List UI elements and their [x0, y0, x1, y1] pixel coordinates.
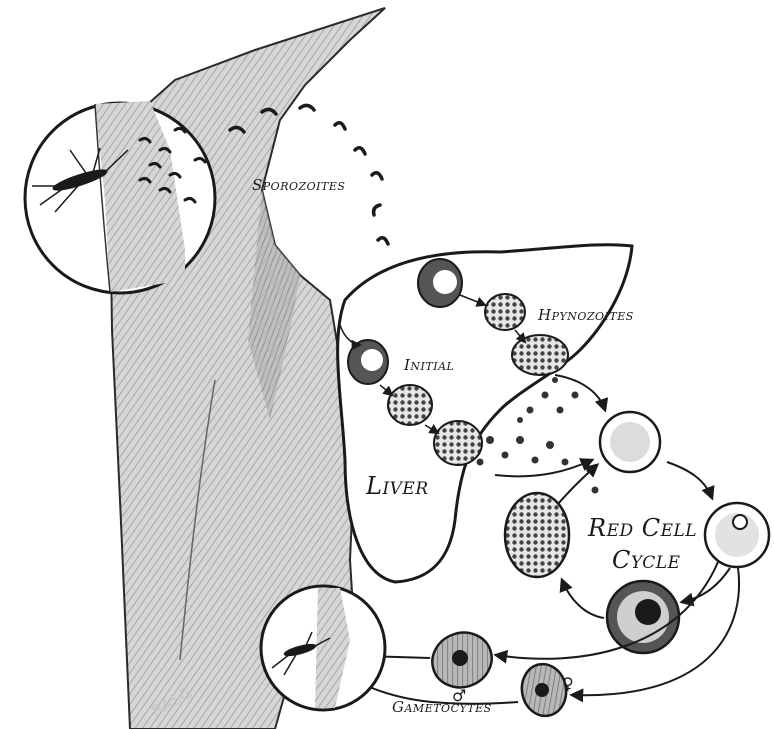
bite-inset-bottom [261, 586, 385, 710]
male-symbol: ♂ [452, 686, 467, 705]
bite-inset-top [25, 101, 215, 293]
label-hypnozoites: Hpynozoites [538, 306, 634, 324]
label-red-cell: Red Cell [588, 514, 697, 542]
merozoite-arrow-lower [495, 460, 592, 476]
label-sporozoites: Sporozoites [252, 176, 345, 194]
label-liver: Liver [366, 472, 429, 500]
label-initial: Initial [404, 356, 454, 374]
label-gametocytes: Gametocytes [392, 698, 492, 716]
merozoite-arrow-upper [555, 375, 605, 410]
female-symbol: ♀ [562, 674, 574, 693]
label-cycle: Cycle [612, 546, 681, 574]
